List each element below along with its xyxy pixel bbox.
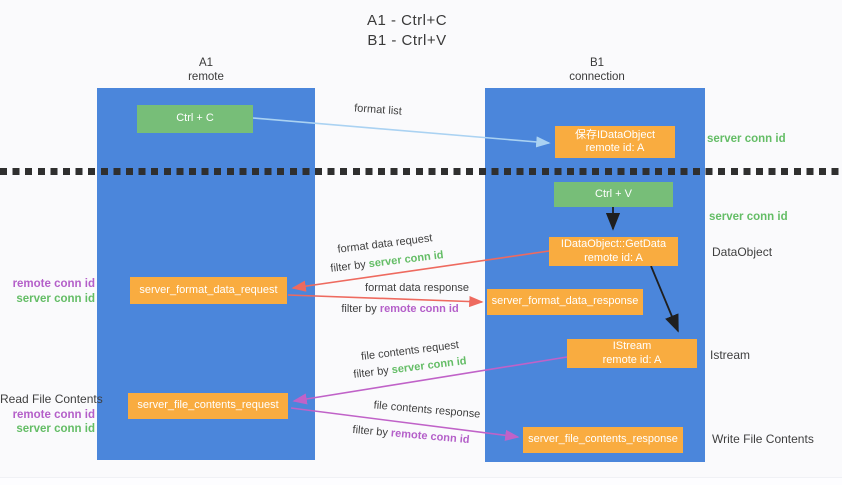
title-line-1: A1 - Ctrl+C <box>366 12 448 29</box>
node-format-response-label: server_format_data_response <box>491 295 639 308</box>
node-ctrl-c: Ctrl + C <box>137 105 253 133</box>
left-label-remote-conn-id-top: remote conn id <box>12 278 95 290</box>
node-save-idataobject: 保存IDataObject remote id: A <box>555 126 675 158</box>
node-format-request-label: server_format_data_request <box>139 283 278 296</box>
title-line-2: B1 - Ctrl+V <box>367 32 447 49</box>
left-label-remote-conn-id-bottom: remote conn id <box>12 409 95 421</box>
node-file-response-label: server_file_contents_response <box>528 433 678 446</box>
node-save-idataobject-line1: 保存IDataObject <box>574 128 656 141</box>
edge-label-format-response-filter: filter by remote conn id <box>330 303 470 315</box>
left-label-server-conn-id-top: server conn id <box>16 293 95 305</box>
lane-header-a1: A1 remote <box>146 56 266 84</box>
lane-a1-subtitle: remote <box>188 71 224 83</box>
node-istream: IStream remote id: A <box>567 339 697 368</box>
node-istream-line1: IStream <box>612 340 652 352</box>
node-server-format-data-request: server_format_data_request <box>130 277 287 304</box>
node-getdata-line1: IDataObject::GetData <box>560 238 667 250</box>
node-getdata-line2: remote id: A <box>584 251 643 264</box>
node-file-request-label: server_file_contents_request <box>137 399 279 412</box>
right-label-server-conn-id-mid: server conn id <box>709 211 788 223</box>
node-server-file-contents-request: server_file_contents_request <box>128 393 288 419</box>
session-divider-line <box>0 168 842 175</box>
node-server-file-contents-response: server_file_contents_response <box>523 427 683 453</box>
edge-label-file-response-filter: filter by remote conn id <box>341 423 482 447</box>
remote-conn-id-text: remote conn id <box>379 303 459 315</box>
filter-by-text: filter by <box>329 258 370 275</box>
remote-conn-id-text: remote conn id <box>390 427 470 447</box>
node-idataobject-getdata: IDataObject::GetData remote id: A <box>549 237 678 266</box>
node-ctrl-v-label: Ctrl + V <box>595 187 632 200</box>
edge-label-format-data-response: format data response <box>365 282 469 294</box>
edge-label-file-contents-response: file contents response <box>373 399 481 421</box>
lane-b1-name: B1 <box>589 57 605 69</box>
filter-by-text: filter by <box>352 423 392 440</box>
node-istream-line2: remote id: A <box>602 353 662 366</box>
server-conn-id-text: server conn id <box>391 355 468 377</box>
right-label-istream: Istream <box>710 348 751 362</box>
lane-header-b1: B1 connection <box>537 56 657 84</box>
right-label-write-file-contents: Write File Contents <box>712 432 814 446</box>
edge-label-format-list: format list <box>353 102 403 118</box>
node-server-format-data-response: server_format_data_response <box>487 289 643 315</box>
node-save-idataobject-line2: remote id: A <box>585 142 645 154</box>
filter-by-text: filter by <box>341 303 380 315</box>
server-conn-id-text: server conn id <box>368 249 445 271</box>
node-ctrl-c-label: Ctrl + C <box>176 112 214 125</box>
right-label-server-conn-id-top: server conn id <box>707 133 786 145</box>
left-label-server-conn-id-bottom: server conn id <box>16 423 95 435</box>
lane-a1-name: A1 <box>198 57 214 69</box>
filter-by-text: filter by <box>352 364 393 381</box>
lane-b1-subtitle: connection <box>569 71 625 83</box>
diagram-title: A1 - Ctrl+C B1 - Ctrl+V <box>297 11 517 51</box>
left-label-read-file-contents: Read File Contents <box>0 392 103 406</box>
node-ctrl-v: Ctrl + V <box>554 182 673 207</box>
right-label-dataobject: DataObject <box>712 245 773 259</box>
bottom-edge-strip <box>0 477 842 485</box>
format-data-response-arrow <box>287 294 484 308</box>
